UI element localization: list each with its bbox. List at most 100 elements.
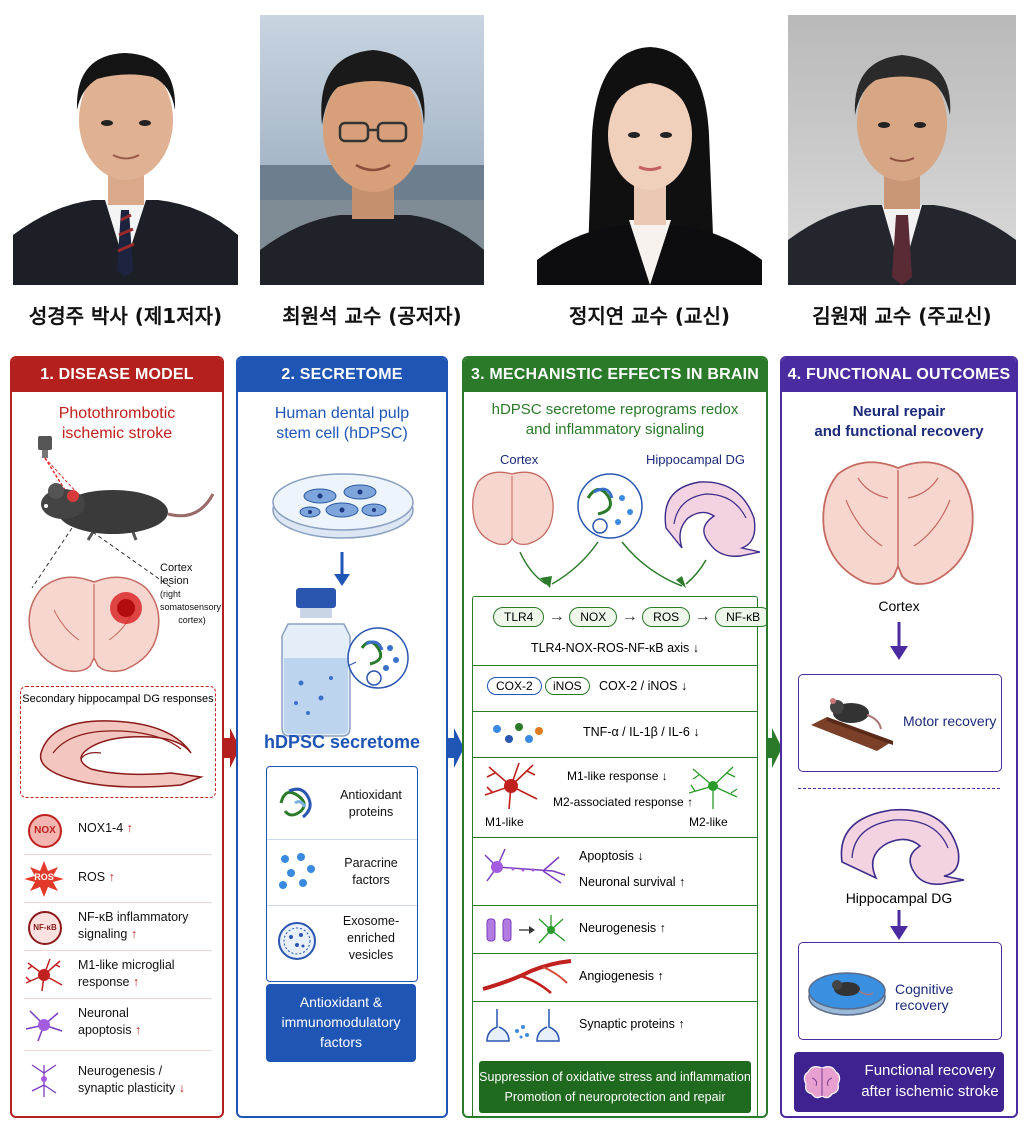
component-text: proteins <box>348 805 394 819</box>
arrow-icon: → <box>621 608 638 625</box>
neurogenesis-icon <box>486 915 566 944</box>
panel-title: Human dental pulp stem cell (hDPSC) <box>238 404 446 444</box>
photo-principal-corresponding <box>788 15 1016 285</box>
component-text: Paracrine <box>344 856 398 870</box>
brain-icon <box>803 1066 841 1099</box>
dots-icon <box>279 853 315 889</box>
nfkb-badge: NF-κB <box>28 911 62 945</box>
blood-vessel-icon <box>482 959 572 994</box>
arrow-icon: → <box>694 608 711 625</box>
row-neurogenesis: Neurogenesis ↑ <box>473 905 757 954</box>
marker-apoptosis: Neuronal apoptosis ↑ <box>24 998 212 1051</box>
marker-text: Neurogenesis / <box>78 1064 163 1078</box>
footer-line: immunomodulatory <box>281 1014 401 1030</box>
axis-chain: TLR4 → NOX → ROS → NF-κB <box>493 607 766 627</box>
row-cox-inos: COX-2 iNOS COX-2 / iNOS ↓ <box>473 665 757 712</box>
footer-line: factors <box>319 1034 362 1050</box>
vesicle-icon <box>278 922 316 960</box>
footer-text: Functional recovery after ischemic strok… <box>850 1060 1010 1102</box>
marker-ros: ROS ROS ↑ <box>24 854 212 903</box>
panel-header: 2. SECRETOME TREATMENT <box>238 358 446 417</box>
marker-text: apoptosis <box>78 1023 132 1037</box>
m1-microglia-icon <box>484 762 538 810</box>
marker-text: synaptic plasticity <box>78 1081 176 1095</box>
marker-text: signaling <box>78 927 128 941</box>
pill-cox2: COX-2 <box>487 677 542 695</box>
marker-label: ROS ↑ <box>78 869 115 886</box>
protein-icon <box>279 787 312 819</box>
dg-label: Hippocampal DG <box>646 452 745 467</box>
caption-corresponding-author: 정지연 교수 (교신) <box>568 304 730 328</box>
pill-tlr4: TLR4 <box>493 607 545 627</box>
secretome-label: hDPSC secretome <box>263 732 421 752</box>
arrow-down-icon <box>890 622 908 660</box>
petri-dish-icon <box>272 473 414 539</box>
angiogenesis-label: Angiogenesis ↑ <box>579 969 664 983</box>
ros-burst-icon <box>24 861 64 897</box>
panel-title: hDPSC secretome reprograms redox and inf… <box>464 400 766 440</box>
arrow-right-icon <box>222 728 240 768</box>
mechanism-footer: Suppression of oxidative stress and infl… <box>479 1061 751 1113</box>
panel-header: 3. MECHANISTIC EFFECTS IN BRAIN <box>464 358 766 392</box>
row-angiogenesis: Angiogenesis ↑ <box>473 953 757 1002</box>
axis-label: TLR4-NOX-ROS-NF-κB axis ↓ <box>530 641 700 655</box>
title-line: Neural repair <box>852 403 946 420</box>
marker-neurogenesis: Neurogenesis /synaptic plasticity ↓ <box>24 1050 212 1109</box>
dg-box-title: Secondary hippocampal DG responses <box>22 693 214 705</box>
panel-title: Neural repair and functional recovery <box>782 402 1016 442</box>
footer-line: Suppression of oxidative stress and infl… <box>479 1070 751 1084</box>
photo-coauthor <box>260 15 484 285</box>
panel-secretome-treatment: 2. SECRETOME TREATMENT Human dental pulp… <box>236 356 448 1118</box>
title-line: and inflammatory signaling <box>525 421 705 438</box>
component-exosome: Exosome- enriched vesicles <box>267 905 417 981</box>
component-text: vesicles <box>348 948 394 962</box>
footer-line: Antioxidant & <box>299 994 383 1010</box>
component-text: Exosome- <box>342 914 400 928</box>
panel-disease-model: 1. DISEASE MODEL Photothrombotic ischemi… <box>10 356 224 1118</box>
nox-badge: NOX <box>28 814 62 848</box>
title-line: Human dental pulp <box>274 405 410 422</box>
component-label: Paracrine factors <box>331 855 411 889</box>
portrait-image <box>13 15 238 285</box>
marker-label: Neuronal apoptosis ↑ <box>78 1005 141 1039</box>
arrow-down-icon <box>334 552 350 586</box>
secretome-vial-icon <box>281 588 409 737</box>
marker-label: NOX1-4 ↑ <box>78 820 133 837</box>
panel-title: Photothrombotic ischemic stroke <box>12 404 222 444</box>
water-maze-icon <box>808 972 886 1016</box>
pill-nfkb: NF-κB <box>715 607 766 627</box>
component-label: Antioxidant proteins <box>331 787 411 821</box>
panel-functional-outcomes: 4. FUNCTIONAL OUTCOMES Neural repair and… <box>780 356 1018 1118</box>
pill-inos: iNOS <box>545 677 590 695</box>
component-text: Antioxidant <box>340 788 402 802</box>
neuron-survival-icon <box>484 848 566 884</box>
up-arrow-icon: ↑ <box>126 821 133 835</box>
up-arrow-icon: ↑ <box>135 1023 142 1037</box>
divider <box>798 788 1000 789</box>
neurogenesis-label: Neurogenesis ↑ <box>579 921 666 935</box>
footer-line: Functional recovery <box>864 1062 996 1079</box>
photo-corresponding-author <box>537 15 762 285</box>
cognitive-recovery-box: Cognitive recovery <box>798 942 1002 1040</box>
panel-header: 1. DISEASE MODEL <box>12 358 222 392</box>
cognitive-label: Cognitive recovery <box>895 981 954 1013</box>
row-cytokines: TNF-α / IL-1β / IL-6 ↓ <box>473 711 757 758</box>
component-antioxidant: Antioxidant proteins <box>267 767 417 840</box>
lesion-line: (right somatosensory <box>160 589 222 612</box>
title-line: and functional recovery <box>814 423 984 440</box>
marker-text: Neuronal <box>78 1006 129 1020</box>
m1-response-label: M1-like response ↓ <box>567 769 668 783</box>
cortex-brain-icon <box>822 461 974 585</box>
marker-text: NOX1-4 <box>78 821 124 835</box>
cytokines-icon <box>493 723 543 743</box>
marker-text: M1-like microglial <box>78 958 175 972</box>
cortex-label: Cortex <box>500 452 539 467</box>
neuron-icon <box>31 1064 57 1097</box>
cortex-label: Cortex <box>878 598 920 614</box>
lesion-label: Cortex lesion (right somatosensory corte… <box>160 562 222 627</box>
hippocampus-icon <box>840 808 965 886</box>
marker-text: NF-κB inflammatory <box>78 910 189 924</box>
